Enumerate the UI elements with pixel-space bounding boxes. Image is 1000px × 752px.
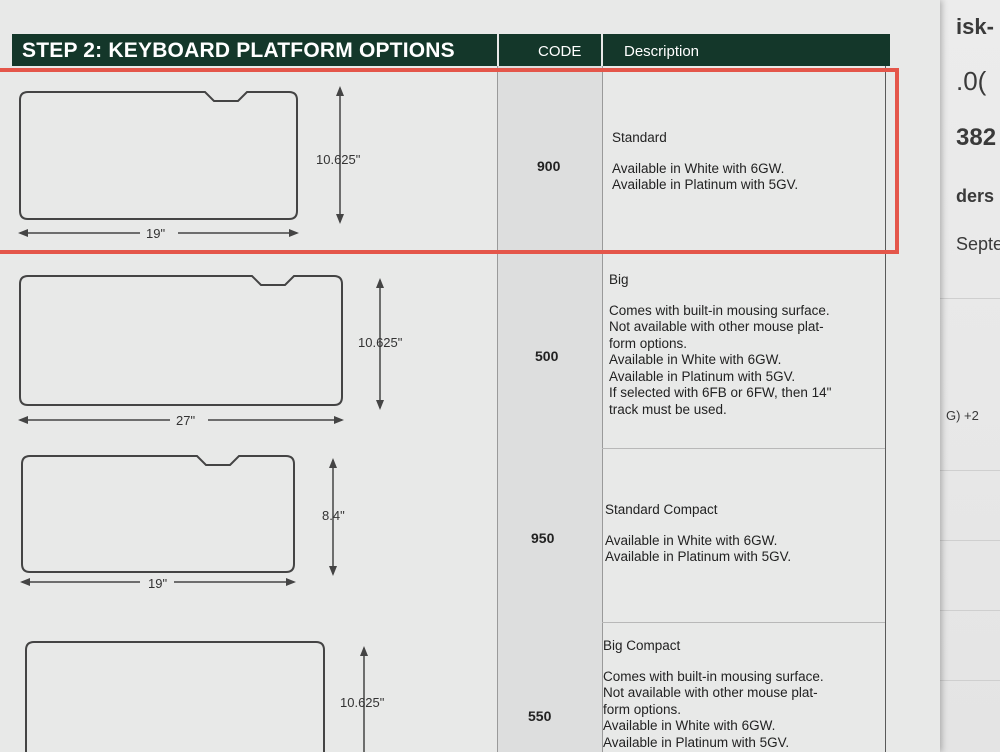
option-name: Big xyxy=(609,272,629,287)
platform-outline xyxy=(25,641,325,752)
product-code: 950 xyxy=(531,530,555,546)
description: Standard Compact Available in White with… xyxy=(605,502,875,566)
height-dimension-label: 10.625" xyxy=(340,695,385,710)
platform-outline xyxy=(19,275,343,406)
description-line: Not available with other mouse plat- xyxy=(603,685,818,700)
background-text-fragment: 382 xyxy=(956,124,997,151)
background-divider xyxy=(938,470,1000,471)
description-line: Available in Platinum with 5GV. xyxy=(603,734,790,750)
width-dimension-label: 19" xyxy=(146,226,166,241)
option-name: Big Compact xyxy=(603,638,681,653)
description-line: Not available with other mouse plat- xyxy=(609,319,824,334)
description-line: Available in White with 6GW. xyxy=(605,532,778,548)
description-line: form options. xyxy=(603,701,682,717)
height-arrowhead xyxy=(360,646,368,656)
product-code: 550 xyxy=(528,708,552,724)
standard-compact-platform-diagram xyxy=(20,455,337,586)
big-platform-diagram xyxy=(18,275,384,424)
spec-sheet-document: STEP 2: KEYBOARD PLATFORM OPTIONS CODE D… xyxy=(0,0,940,752)
column-divider xyxy=(497,66,498,752)
section-title: STEP 2: KEYBOARD PLATFORM OPTIONS xyxy=(22,39,455,62)
highlight-box xyxy=(0,68,899,254)
background-divider xyxy=(938,298,1000,299)
table-right-border xyxy=(885,66,886,752)
platform-row-standard: 19" 10.625" 900 Standard Available in Wh… xyxy=(0,70,890,254)
standard-platform-diagram xyxy=(18,86,344,237)
platform-row-big-compact: 10.625" 550 Big Compact Comes with built… xyxy=(0,626,890,752)
height-dimension-label: 10.625" xyxy=(358,335,403,350)
description-line: form options. xyxy=(609,335,688,351)
description-line: Available in Platinum with 5GV. xyxy=(612,177,799,192)
description-line: Comes with built-in mousing surface. xyxy=(609,302,830,318)
width-dimension-label: 19" xyxy=(148,576,168,591)
description-line: Available in White with 6GW. xyxy=(612,160,785,176)
big-compact-platform-diagram xyxy=(25,641,368,752)
background-divider xyxy=(938,680,1000,681)
background-divider xyxy=(938,540,1000,541)
row-separator xyxy=(602,622,885,623)
width-dimension-label: 27" xyxy=(176,413,196,428)
description-line: Available in White with 6GW. xyxy=(609,352,782,367)
table-header: STEP 2: KEYBOARD PLATFORM OPTIONS CODE D… xyxy=(12,34,890,66)
background-text-fragment: G) +2 xyxy=(946,408,979,423)
description-line: Available in Platinum with 5GV. xyxy=(605,549,792,564)
background-text-fragment: isk- xyxy=(956,14,994,39)
platform-row-standard-compact: 19" 8.4" 950 Standard Compact Available … xyxy=(0,452,890,622)
description-line: Available in Platinum with 5GV. xyxy=(609,368,796,384)
code-column-header: CODE xyxy=(538,43,582,60)
description-line: Comes with built-in mousing surface. xyxy=(603,668,824,684)
header-divider xyxy=(497,34,499,66)
description-line: Available in White with 6GW. xyxy=(603,718,776,733)
option-name: Standard Compact xyxy=(605,502,718,517)
background-browser-panel: isk- .0( 382 ders Septe G) +2 xyxy=(938,0,1000,752)
height-dimension-label: 8.4" xyxy=(322,508,345,523)
description: Standard Available in White with 6GW. Av… xyxy=(612,130,882,194)
platform-outline xyxy=(21,455,295,573)
option-name: Standard xyxy=(612,130,667,145)
code-column-band xyxy=(497,66,602,752)
background-divider xyxy=(938,610,1000,611)
height-dimension-label: 10.625" xyxy=(316,152,361,167)
description-line: track must be used. xyxy=(609,401,727,417)
column-divider xyxy=(602,66,603,752)
platform-outline xyxy=(19,91,298,220)
row-separator xyxy=(602,448,885,449)
description-column-header: Description xyxy=(624,43,700,60)
description: Big Comes with built-in mousing surface.… xyxy=(609,272,879,418)
description-line: If selected with 6FB or 6FW, then 14" xyxy=(609,385,832,400)
product-code: 900 xyxy=(537,158,561,174)
product-code: 500 xyxy=(535,348,559,364)
background-text-fragment: Septe xyxy=(956,234,1000,254)
description: Big Compact Comes with built-in mousing … xyxy=(603,638,873,751)
header-divider xyxy=(601,34,603,66)
platform-row-big: 27" 10.625" 500 Big Comes with built-in … xyxy=(0,262,890,448)
background-text-fragment: .0( xyxy=(956,66,987,96)
background-text-fragment: ders xyxy=(956,186,995,206)
